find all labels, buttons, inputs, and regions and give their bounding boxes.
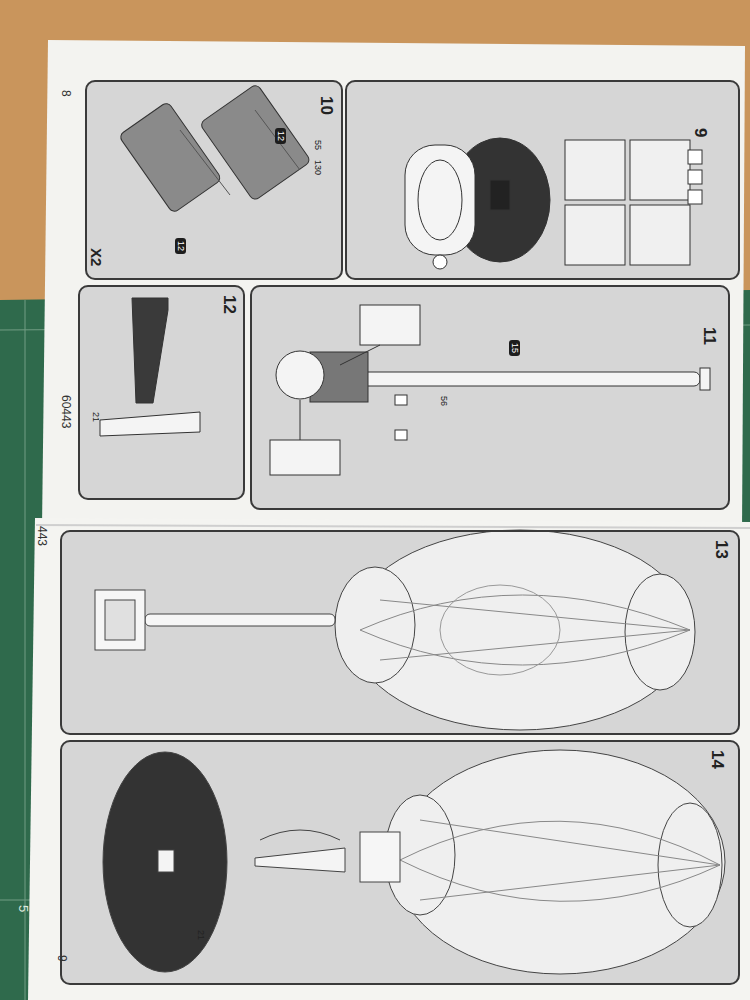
- step-panel: 13: [60, 530, 740, 735]
- step-number: 14: [709, 750, 726, 769]
- step-number: 10: [318, 96, 335, 115]
- part-label: 21: [91, 412, 100, 422]
- part-label: 130: [313, 160, 322, 175]
- step-panel: 10: [85, 80, 343, 280]
- callout-number: 15: [509, 340, 520, 356]
- step-panel: 12: [78, 285, 245, 500]
- booklet-page: 443 9 13 14: [30, 520, 750, 1000]
- page-number: 443: [36, 526, 48, 546]
- part-label: 56: [439, 396, 448, 406]
- step-number: 9: [692, 128, 709, 137]
- step-number: 13: [713, 540, 730, 559]
- booklet-page: 8 60443 9 10 11 12: [45, 40, 745, 530]
- callout-number: 12: [175, 238, 186, 254]
- page-number: 60443: [60, 395, 72, 428]
- part-label: X2: [89, 248, 104, 266]
- step-number: 12: [221, 295, 238, 314]
- step-panel: 11: [250, 285, 730, 510]
- callout-number: 12: [275, 128, 286, 144]
- step-number: 11: [701, 327, 718, 345]
- step-panel: 9: [345, 80, 740, 280]
- page-number: 8: [60, 90, 72, 97]
- part-label: 21: [196, 930, 205, 940]
- step-panel: 14: [60, 740, 740, 985]
- page-number: 9: [56, 955, 68, 962]
- ruler-number: 5: [17, 905, 30, 912]
- part-label: 55: [313, 140, 322, 150]
